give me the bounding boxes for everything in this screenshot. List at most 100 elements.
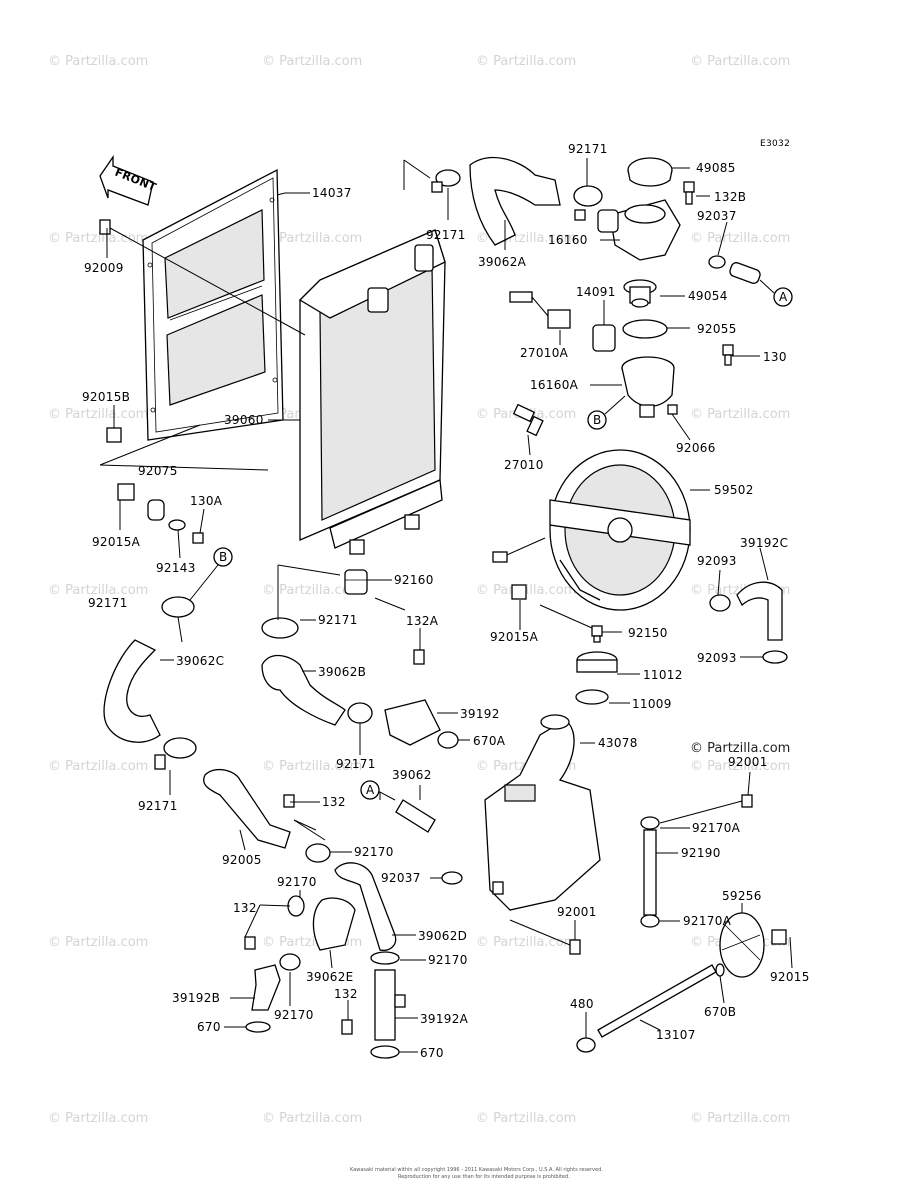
callout-39192[interactable]: 39192: [460, 707, 500, 721]
callout-92055[interactable]: 92055: [697, 322, 737, 336]
callout-39062E[interactable]: 39062E: [306, 970, 354, 984]
callout-670B[interactable]: 670B: [704, 1005, 736, 1019]
pipe-39192: [347, 699, 441, 746]
callout-43078[interactable]: 43078: [598, 736, 638, 750]
callout-92093-b[interactable]: 92093: [697, 651, 737, 665]
callout-16160A[interactable]: 16160A: [530, 378, 579, 392]
clip-92037: [441, 871, 463, 885]
callout-92093-a[interactable]: 92093: [697, 554, 737, 568]
callout-39062[interactable]: 39062: [392, 768, 432, 782]
callout-92001-top[interactable]: 92001: [728, 755, 768, 769]
pipe-39192A: [374, 969, 396, 1041]
callout-92171-top-right[interactable]: 92171: [568, 142, 608, 156]
callout-132A[interactable]: 132A: [406, 614, 439, 628]
watermark-text: © Partzilla.com: [690, 1111, 790, 1126]
callout-132-left[interactable]: 132: [233, 901, 257, 915]
callout-39062D[interactable]: 39062D: [418, 929, 467, 943]
part-callouts: E3032 14037 92009 92015B 39060 92075 920…: [82, 139, 810, 1060]
callout-13107[interactable]: 13107: [656, 1028, 696, 1042]
callout-92009[interactable]: 92009: [84, 261, 124, 275]
callout-132B[interactable]: 132B: [714, 190, 746, 204]
clamp-92171-tab: [154, 754, 166, 770]
nut-92015A-left: [117, 483, 135, 501]
callout-14091[interactable]: 14091: [576, 285, 616, 299]
bolt-92001-bottom: [569, 939, 581, 955]
watermark-text: © Partzilla.com: [48, 583, 148, 598]
callout-130A[interactable]: 130A: [190, 494, 223, 508]
callout-92160[interactable]: 92160: [394, 573, 434, 587]
callout-92075[interactable]: 92075: [138, 464, 178, 478]
callout-39062A[interactable]: 39062A: [478, 255, 527, 269]
callout-16160[interactable]: 16160: [548, 233, 588, 247]
callout-39060[interactable]: 39060: [224, 413, 264, 427]
callout-39192A[interactable]: 39192A: [420, 1012, 469, 1026]
callout-92037-bottom[interactable]: 92037: [381, 871, 421, 885]
callout-92170-c[interactable]: 92170: [428, 953, 468, 967]
callout-92001-bottom[interactable]: 92001: [557, 905, 597, 919]
callout-92170-a[interactable]: 92170: [354, 845, 394, 859]
callout-27010[interactable]: 27010: [504, 458, 544, 472]
bolt-132: [283, 794, 295, 808]
marker-B-mid: B: [587, 395, 626, 430]
clamp-92170-c: [279, 953, 301, 971]
callout-59256[interactable]: 59256: [722, 889, 762, 903]
callout-49054[interactable]: 49054: [688, 289, 728, 303]
callout-92005[interactable]: 92005: [222, 853, 262, 867]
radiator: [298, 229, 446, 555]
callout-92015A-left[interactable]: 92015A: [92, 535, 141, 549]
callout-92170A-a[interactable]: 92170A: [692, 821, 741, 835]
clamp-92037-top: [708, 255, 726, 269]
callout-14037[interactable]: 14037: [312, 186, 352, 200]
callout-39062B[interactable]: 39062B: [318, 665, 366, 679]
callout-92015[interactable]: 92015: [770, 970, 810, 984]
bolt-130A: [192, 532, 204, 544]
diagram-code: E3032: [760, 139, 790, 149]
callout-49085[interactable]: 49085: [696, 161, 736, 175]
callout-670-left[interactable]: 670: [197, 1020, 221, 1034]
callout-92171-center[interactable]: 92171: [336, 757, 376, 771]
callout-27010A[interactable]: 27010A: [520, 346, 569, 360]
clamp-92170-d: [370, 951, 400, 965]
callout-92171-top[interactable]: 92171: [426, 228, 466, 242]
thermostat-housing-lower: [621, 356, 675, 418]
callout-92171-lower-left[interactable]: 92171: [138, 799, 178, 813]
callout-92170-b[interactable]: 92170: [277, 875, 317, 889]
callout-92190[interactable]: 92190: [681, 846, 721, 860]
bolt-92001-top: [741, 794, 753, 808]
callout-92015A-right[interactable]: 92015A: [490, 630, 539, 644]
o-ring-670-left: [245, 1021, 271, 1033]
callout-11009[interactable]: 11009: [632, 697, 672, 711]
pipe-39192C: [736, 581, 783, 641]
bolt-132-left: [244, 936, 256, 950]
hose-39062A: [469, 156, 561, 246]
callout-92143[interactable]: 92143: [156, 561, 196, 575]
callout-480[interactable]: 480: [570, 997, 594, 1011]
pipe-small: [729, 262, 761, 284]
callout-670-right[interactable]: 670: [420, 1046, 444, 1060]
callout-92171-left[interactable]: 92171: [88, 596, 128, 610]
svg-text:B: B: [219, 550, 228, 564]
callout-92170A-b[interactable]: 92170A: [683, 914, 732, 928]
watermark-grid: © Partzilla.com © Partzilla.com © Partzill…: [48, 54, 790, 1126]
callout-92015B[interactable]: 92015B: [82, 390, 130, 404]
watermark-text: © Partzilla.com: [48, 1111, 148, 1126]
callout-11012[interactable]: 11012: [643, 668, 683, 682]
callout-92170-d[interactable]: 92170: [274, 1008, 314, 1022]
callout-39062C[interactable]: 39062C: [176, 654, 224, 668]
callout-132[interactable]: 132: [322, 795, 346, 809]
radiator-screen: [142, 168, 284, 441]
callout-39192C[interactable]: 39192C: [740, 536, 788, 550]
callout-92066[interactable]: 92066: [676, 441, 716, 455]
callout-130[interactable]: 130: [763, 350, 787, 364]
clamp-92170-b: [287, 895, 305, 917]
callout-670A[interactable]: 670A: [473, 734, 506, 748]
callout-92171-mid[interactable]: 92171: [318, 613, 358, 627]
watermark-text: © Partzilla.com: [48, 935, 148, 950]
callout-59502[interactable]: 59502: [714, 483, 754, 497]
callout-92037-top[interactable]: 92037: [697, 209, 737, 223]
callout-39192B[interactable]: 39192B: [172, 991, 220, 1005]
callout-92150[interactable]: 92150: [628, 626, 668, 640]
callout-132-lower[interactable]: 132: [334, 987, 358, 1001]
leader-lines: [99, 158, 793, 1053]
